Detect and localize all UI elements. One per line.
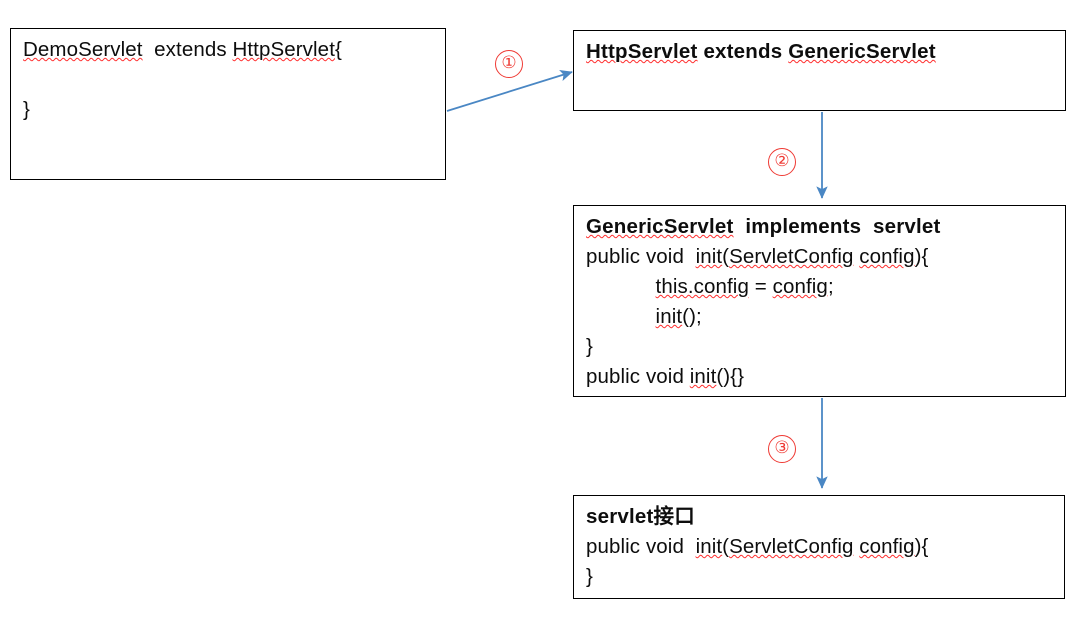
code-token: (){} [716,365,745,388]
code-token: 接口 [653,505,695,528]
code-token: implements servlet [733,215,941,238]
code-token-misspelled: config [859,535,915,558]
code-token-misspelled: GenericServlet [586,215,734,238]
code-blank-line [586,67,1055,97]
code-line: DemoServlet extends HttpServlet{ [23,35,435,65]
code-token: { [334,38,342,61]
code-token: } [586,565,593,588]
code-token: extends [142,38,233,61]
box-demo-servlet: DemoServlet extends HttpServlet{} [10,28,446,180]
code-line: servlet接口 [586,502,1054,532]
code-token-misspelled: ServletConfig [729,535,854,558]
code-line: } [586,562,1054,592]
code-token-misspelled: config [859,245,915,268]
code-line: public void init(ServletConfig config){ [586,242,1055,272]
code-token: extends [697,40,789,63]
code-line: } [23,95,435,125]
code-blank-line [23,65,435,95]
code-token-misspelled: config [772,275,828,298]
code-token: public void [586,365,690,388]
code-token: } [23,98,30,121]
code-token: ; [827,275,834,298]
code-token: servlet [586,505,654,528]
code-token-misspelled: init [689,365,717,388]
step-marker-1: ① [495,50,523,78]
code-token-misspelled: GenericServlet [788,40,936,63]
step-marker-3: ③ [768,435,796,463]
code-token-misspelled: init [695,535,723,558]
code-token-misspelled: this.config [655,275,749,298]
code-line: GenericServlet implements servlet [586,212,1055,242]
code-token-misspelled: DemoServlet [23,38,143,61]
code-line: public void init(ServletConfig config){ [586,532,1054,562]
code-token: (); [682,305,702,328]
code-token: ){ [914,245,929,268]
code-token [586,275,656,298]
code-token-misspelled: HttpServlet [586,40,698,63]
code-line: init(); [586,302,1055,332]
code-line: this.config = config; [586,272,1055,302]
code-token: public void [586,535,696,558]
code-token: = [748,275,773,298]
code-token [586,305,656,328]
code-token-misspelled: HttpServlet [232,38,335,61]
step-marker-2: ② [768,148,796,176]
code-token-misspelled: init [655,305,683,328]
code-token: ( [722,245,730,268]
code-line: HttpServlet extends GenericServlet [586,37,1055,67]
code-line: } [586,332,1055,362]
code-token: ){ [914,535,929,558]
code-token: public void [586,245,696,268]
code-token-misspelled: init [695,245,723,268]
code-token: ( [722,535,730,558]
code-token: } [586,335,593,358]
code-line: public void init(){} [586,362,1055,392]
code-token-misspelled: ServletConfig [729,245,854,268]
box-http-servlet: HttpServlet extends GenericServlet [573,30,1066,111]
